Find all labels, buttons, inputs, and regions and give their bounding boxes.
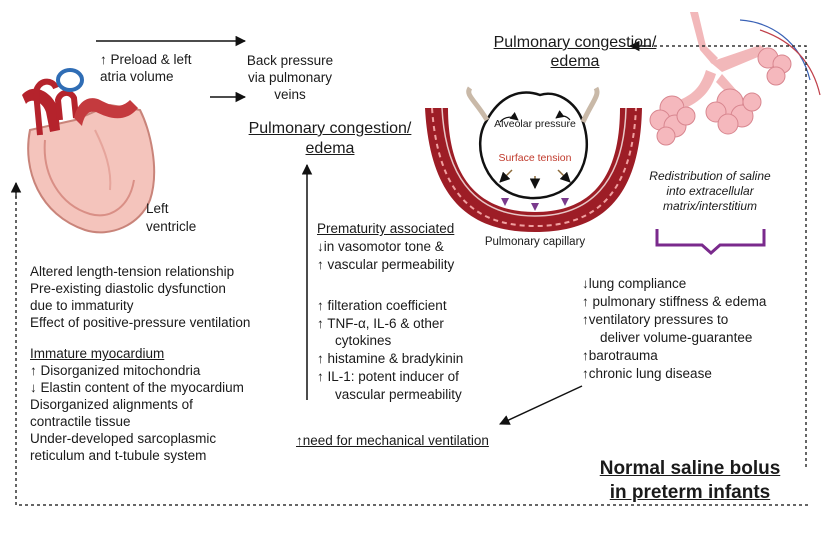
lung-effect-item: ↑barotrauma: [582, 348, 658, 363]
preload-line-1: ↑ Preload & left: [100, 52, 192, 67]
congestion-top-line-1: Pulmonary congestion/: [493, 34, 657, 51]
prematurity-item: ↑ vascular permeability: [317, 257, 455, 272]
left-list-item: due to immaturity: [30, 298, 134, 313]
ventricle-line-1: Left: [146, 201, 169, 216]
lungs-illustration: [649, 12, 821, 146]
myocardium-item: contractile tissue: [30, 414, 131, 429]
mediator-item: ↑ IL-1: potent inducer of: [317, 369, 459, 384]
back-pressure-line-3: veins: [274, 87, 306, 102]
back-pressure-line-2: via pulmonary: [247, 70, 333, 85]
redistribution-line-3: matrix/interstitium: [662, 199, 757, 213]
back-pressure-line-1: Back pressure: [246, 53, 334, 68]
redistribution-line-2: into extracellular: [666, 184, 754, 198]
heart-illustration: [22, 68, 156, 234]
brace-bracket: [655, 229, 766, 256]
myocardium-item: Under-developed sarcoplasmic: [30, 431, 217, 446]
redistribution-line-1: Redistribution of saline: [649, 169, 771, 183]
preload-line-2: atria volume: [100, 69, 174, 84]
congestion-middle-line-2: edema: [305, 140, 355, 157]
alveolus-illustration: [425, 86, 642, 232]
mediator-item: ↑ histamine & bradykinin: [317, 351, 464, 366]
lung-effect-item: ↓lung compliance: [582, 276, 687, 291]
myocardium-item: reticulum and t-tubule system: [30, 448, 207, 463]
alveolar-pressure-label: Alveolar pressure: [494, 118, 576, 130]
left-list-item: Altered length-tension relationship: [30, 264, 235, 279]
lung-effect-item: ↑ventilatory pressures to: [582, 312, 729, 327]
mechanical-ventilation-label: ↑need for mechanical ventilation: [296, 433, 489, 448]
myocardium-item: ↑ Disorganized mitochondria: [30, 363, 201, 378]
lung-effect-item: ↑chronic lung disease: [582, 366, 712, 381]
mediator-item: cytokines: [335, 333, 392, 348]
congestion-middle-line-1: Pulmonary congestion/: [248, 120, 412, 137]
surface-tension-label: Surface tension: [498, 152, 572, 164]
pulmonary-capillary-label: Pulmonary capillary: [484, 236, 586, 248]
main-title-line-2: in preterm infants: [609, 482, 771, 503]
main-title-line-1: Normal saline bolus: [599, 458, 781, 479]
ventricle-line-2: ventricle: [146, 219, 197, 234]
myocardium-item: Disorganized alignments of: [30, 397, 193, 412]
prematurity-heading: Prematurity associated: [317, 221, 455, 236]
myocardium-item: ↓ Elastin content of the myocardium: [30, 380, 244, 395]
mediator-item: ↑ filteration coefficient: [317, 298, 447, 313]
mediator-item: ↑ TNF-α, IL-6 & other: [317, 316, 444, 331]
left-list-item: Effect of positive-pressure ventilation: [30, 315, 251, 330]
mediator-item: vascular permeability: [335, 387, 462, 402]
prematurity-item: ↓in vasomotor tone &: [317, 239, 444, 254]
left-list-item: Pre-existing diastolic dysfunction: [30, 281, 226, 296]
congestion-top-line-2: edema: [550, 53, 600, 70]
myocardium-heading: Immature myocardium: [30, 346, 165, 361]
lung-effect-item: ↑ pulmonary stiffness & edema: [582, 294, 767, 309]
lung-effect-item: deliver volume-guarantee: [600, 330, 753, 345]
